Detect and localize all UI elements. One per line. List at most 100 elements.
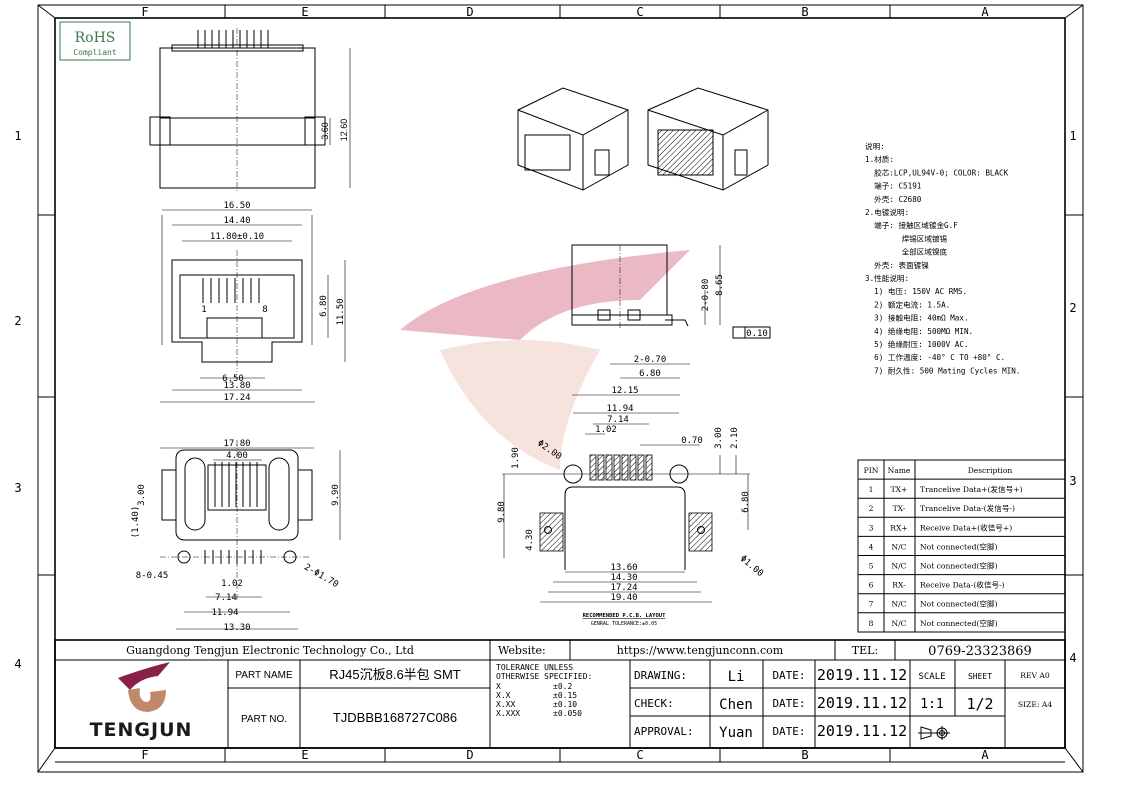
svg-text:16.50: 16.50 [223,201,250,211]
pin-table-cell: Trancelive Data-(发信号-) [920,503,1015,513]
pin-table-cell: N/C [891,619,906,628]
svg-text:4.30: 4.30 [525,529,535,551]
paper-size: SIZE: A4 [1018,700,1052,709]
notes: 说明:1.材质: 胶芯:LCP,UL94V-0; COLOR: BLACK 端子… [865,141,1020,375]
pin-table-header: Name [888,466,911,475]
svg-text:13.60: 13.60 [610,563,637,573]
tolerance-block: TOLERANCE UNLESS OTHERWISE SPECIFIED: X ±… [496,663,592,718]
svg-text:6.80: 6.80 [319,295,329,317]
pin-table-cell: N/C [891,542,906,551]
rohs-badge: RoHS Compliant [59,21,131,61]
zone-row-3-right: 3 [1069,474,1076,488]
svg-text:X.X: X.X [496,691,511,700]
approval-name: Yuan [719,725,753,741]
pin-table-cell: 8 [869,619,874,628]
zone-row-3: 3 [14,481,21,495]
svg-text:12.15: 12.15 [611,386,638,396]
date-label: DATE: [772,725,805,738]
svg-text:11.80±0.10: 11.80±0.10 [210,232,264,242]
svg-text:X: X [496,682,501,691]
note-line: 外壳: 表面镀镍 [865,260,929,270]
zone-col-c-bottom: C [636,748,643,762]
svg-text:X.XX: X.XX [496,700,515,709]
svg-text:17.80: 17.80 [223,439,250,449]
svg-text:6.50: 6.50 [222,374,244,384]
svg-text:±0.2: ±0.2 [553,682,572,691]
zone-row-2-right: 2 [1069,301,1076,315]
svg-text:8: 8 [262,305,267,315]
part-name: RJ45沉板8.6半包 SMT [329,667,461,682]
svg-text:0.10: 0.10 [746,329,768,339]
first-angle-projection-icon [918,726,950,740]
note-line: 4) 绝缘电阻: 500MΩ MIN. [865,326,973,336]
note-line: 6) 工作温度: -40° C TO +80° C. [865,352,1005,362]
svg-text:1: 1 [201,305,206,315]
svg-text:8-0.45: 8-0.45 [136,571,169,581]
svg-text:11.94: 11.94 [606,404,633,414]
check-label: CHECK: [634,697,674,710]
svg-text:11.94: 11.94 [211,608,238,618]
svg-text:9.90: 9.90 [331,484,341,506]
note-line: 焊锡区域镀锡 [865,233,948,243]
note-line: 全部区域镍底 [865,247,948,257]
svg-text:1.90: 1.90 [511,447,521,469]
zone-row-1: 1 [14,129,21,143]
website-url: https://www.tengjunconn.com [617,644,784,657]
svg-text:3.00: 3.00 [714,427,724,449]
watermark-logo [400,250,690,470]
svg-text:17.24: 17.24 [610,583,637,593]
zone-col-e-bottom: E [301,748,308,762]
svg-text:1.02: 1.02 [595,425,617,435]
part-no: TJDBBB168727C086 [333,710,457,725]
svg-text:2.10: 2.10 [730,427,740,449]
bottom-view: 17.80 4.00 3.00 (1.40) 9.90 8-0.45 1.02 … [131,439,341,633]
svg-text:3.60: 3.60 [320,122,330,140]
svg-text:14.40: 14.40 [223,216,250,226]
note-line: 外壳: C2680 [865,194,922,204]
front-view: 16.50 14.40 11.80±0.10 6.80 11.50 6.50 1… [160,201,346,403]
pcb-layout-view: 11.94 7.14 1.02 0.70 3.00 2.10 Φ2.00 1.9… [497,404,765,627]
tel-label: TEL: [852,644,878,657]
svg-text:0.70: 0.70 [681,436,703,446]
svg-text:6.80: 6.80 [639,369,661,379]
pin-table-cell: N/C [891,600,906,609]
pin-table-cell: 5 [869,562,874,571]
zone-row-1-right: 1 [1069,129,1076,143]
pin-table-cell: Receive Data-(收信号-) [920,580,1005,590]
drawing-label: DRAWING: [634,669,687,682]
svg-text:12.60: 12.60 [339,119,349,142]
pin-table-cell: 2 [869,504,874,513]
zone-col-a: A [981,5,989,19]
approval-label: APPROVAL: [634,725,694,738]
svg-text:Compliant: Compliant [73,48,117,57]
isometric-view-back [647,87,769,191]
scale-label: SCALE [918,672,945,682]
date-label: DATE: [772,697,805,710]
pin-table-cell: Not connected(空脚) [920,561,998,571]
check-name: Chen [719,697,753,713]
pin-table-cell: N/C [891,562,906,571]
drawing-name: Li [728,669,745,685]
svg-text:19.40: 19.40 [610,593,637,603]
svg-text:RECOMMENDED P.C.B. LAYOUT: RECOMMENDED P.C.B. LAYOUT [583,613,666,619]
note-line: 3) 接触电阻: 40mΩ Max. [865,313,969,323]
website-label: Website: [498,644,546,657]
note-line: 端子: 接触区域镀金G.F [865,220,958,230]
svg-text:OTHERWISE SPECIFIED:: OTHERWISE SPECIFIED: [496,672,592,681]
pin-table-cell: RX- [892,581,906,590]
svg-text:7.14: 7.14 [215,593,237,603]
side-view: 2-0.80 8.65 0.10 2-0.70 6.80 12.15 [571,244,771,396]
note-line: 2) 额定电流: 1.5A. [865,299,950,309]
pin-table-cell: 1 [869,485,874,494]
note-line: 2.电镀说明: [865,207,909,217]
svg-text:3.00: 3.00 [137,484,147,506]
zone-col-a-bottom: A [981,748,989,762]
isometric-view-front [517,87,629,191]
svg-text:TOLERANCE UNLESS: TOLERANCE UNLESS [496,663,573,672]
zone-row-4-right: 4 [1069,651,1076,665]
svg-text:±0.050: ±0.050 [553,709,582,718]
svg-text:6.80: 6.80 [741,491,751,513]
svg-text:14.30: 14.30 [610,573,637,583]
drawing-date: 2019.11.12 [817,666,907,684]
zone-col-f-bottom: F [141,748,148,762]
